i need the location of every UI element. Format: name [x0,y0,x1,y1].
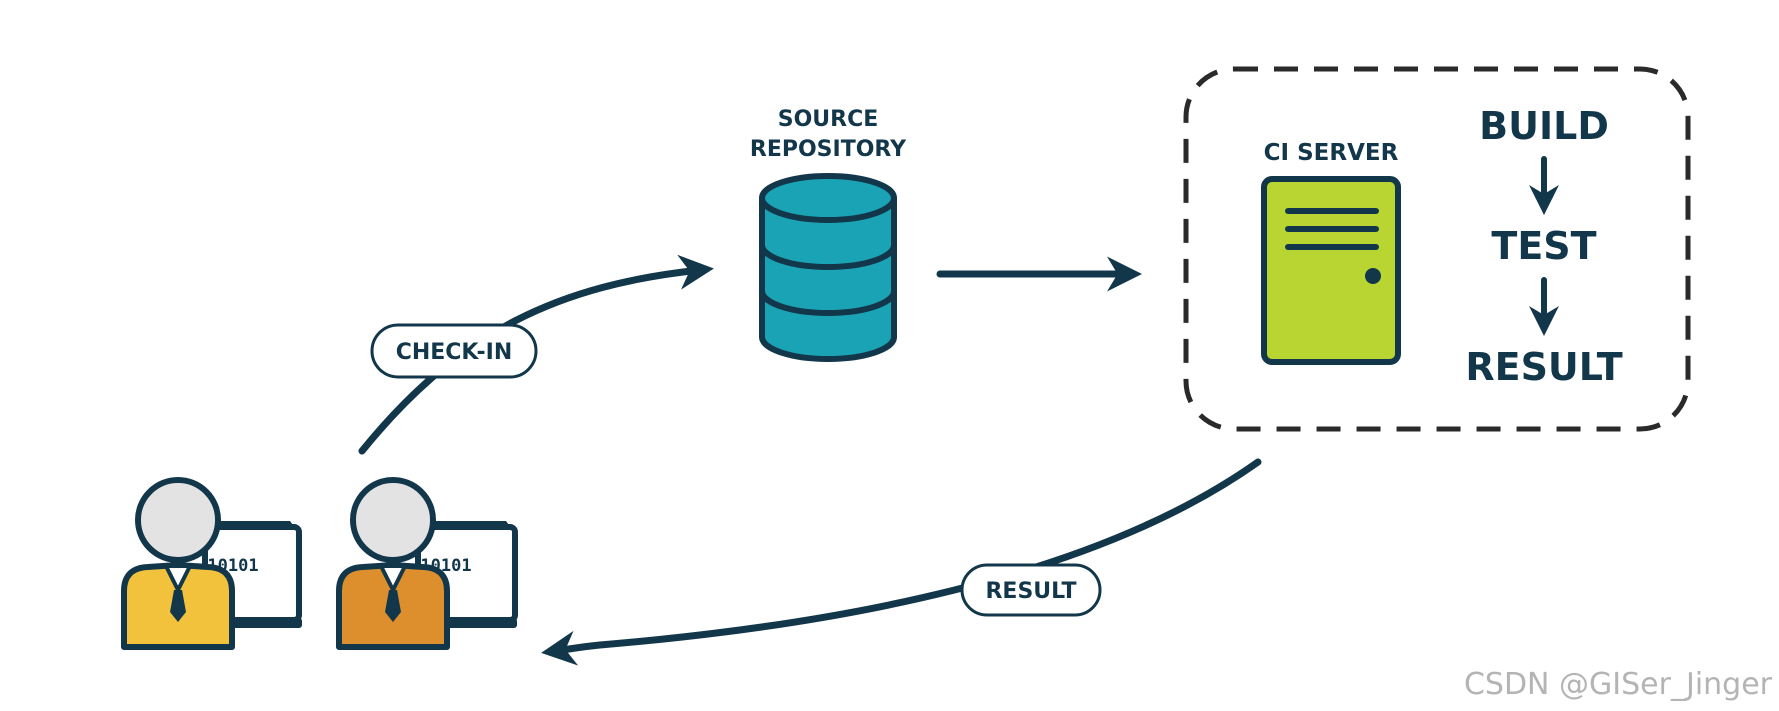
head-icon [135,477,221,563]
build-step-label: BUILD [1479,104,1609,148]
check-in-badge: CHECK-IN [370,323,538,379]
test-step-label: TEST [1491,224,1596,268]
result-step-label: RESULT [1465,345,1622,389]
ci-server-group-border [1183,66,1691,432]
ci-server-label: CI SERVER [1264,140,1399,166]
watermark: CSDN @GISer_Jinger [1464,667,1773,702]
repository-label-line2: REPOSITORY [750,137,907,162]
arrow-check-in [358,254,714,455]
developer-1-icon: 10101 [121,477,302,650]
check-in-label: CHECK-IN [396,340,513,365]
developer-2-icon: 10101 [336,477,518,650]
result-badge: RESULT [960,563,1102,617]
head-icon [350,477,436,563]
result-feedback-label: RESULT [985,579,1076,604]
arrow-result-feedback [541,458,1262,666]
repository-label-line1: SOURCE [778,107,879,132]
server-icon [1261,176,1401,365]
database-icon [759,173,897,362]
